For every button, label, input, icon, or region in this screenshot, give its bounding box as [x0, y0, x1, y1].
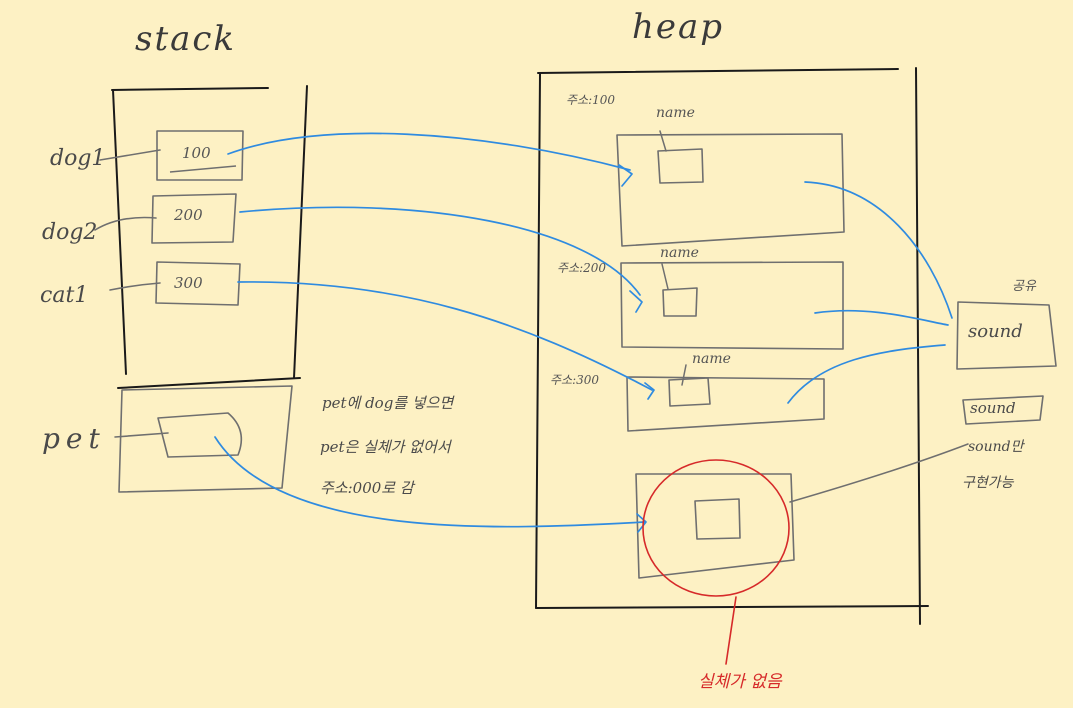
heap-object-300-name-field	[668, 377, 711, 407]
stack-var-pet: pet	[42, 422, 106, 455]
stack-title: stack	[135, 19, 237, 59]
heap-title: heap	[632, 7, 725, 47]
slot-dog1-underline	[169, 165, 237, 173]
stack-var-dog2: dog2	[42, 220, 98, 245]
sound-box-2	[962, 395, 1044, 425]
sound-box-2-label: sound	[970, 399, 1016, 417]
pet-slot	[157, 412, 243, 458]
heap-field-name-300: name	[692, 351, 731, 367]
heap-object-000	[635, 473, 795, 579]
pointer-cat1-to-300	[237, 281, 653, 391]
stack-value-cat1: 300	[174, 274, 203, 292]
stack-value-dog1: 100	[182, 144, 211, 162]
heap-object-000-inner-field	[694, 498, 741, 540]
sound-note-line-1: sound만	[968, 439, 1024, 455]
stack-slot-dog1	[156, 130, 244, 181]
heap-object-200-name-field	[662, 287, 698, 317]
sound-group-label: sound	[968, 321, 1023, 342]
heap-object-100	[616, 133, 845, 247]
heap-address-100: 주소:100	[566, 93, 616, 107]
pet-note-line-2: pet은 실체가 없어서	[320, 438, 451, 456]
no-instance-note: 실체가 없음	[698, 672, 782, 692]
pointer-dog1-to-100	[227, 132, 631, 171]
stack-frame	[111, 85, 308, 389]
heap-field-name-200: name	[660, 245, 699, 261]
heap-address-200: 주소:200	[557, 261, 607, 275]
sound-link-200	[814, 309, 949, 326]
sound-group-caption: 공유	[1012, 279, 1036, 294]
pet-note-line-1: pet에 dog를 넣으면	[322, 394, 454, 412]
stack-slot-cat1	[155, 261, 241, 306]
stack-slot-dog2	[151, 193, 237, 244]
heap-object-200	[620, 261, 844, 350]
sound-link-100	[804, 181, 953, 319]
red-highlight	[642, 459, 790, 665]
pet-area	[118, 385, 293, 493]
sound-group-box	[956, 301, 1057, 370]
pet-note-line-3: 주소:000로 감	[320, 479, 414, 497]
stack-value-dog2: 200	[174, 206, 203, 224]
sound-note-line-2: 구현가능	[962, 475, 1014, 491]
heap-object-300	[626, 376, 825, 432]
pointer-dog2-to-200	[239, 206, 641, 296]
red-highlight-circle	[642, 459, 790, 597]
stack-var-cat1: cat1	[40, 283, 89, 308]
heap-address-300: 주소:300	[550, 373, 600, 387]
stack-var-dog1: dog1	[50, 146, 106, 171]
heap-object-100-name-field	[657, 148, 704, 184]
pointer-pet-to-000	[214, 436, 646, 528]
red-highlight-pointer	[725, 596, 737, 665]
heap-field-name-100: name	[656, 105, 695, 121]
heap-frame	[535, 67, 929, 625]
pointer-arrows	[214, 132, 953, 533]
sound-link-300	[787, 344, 946, 404]
